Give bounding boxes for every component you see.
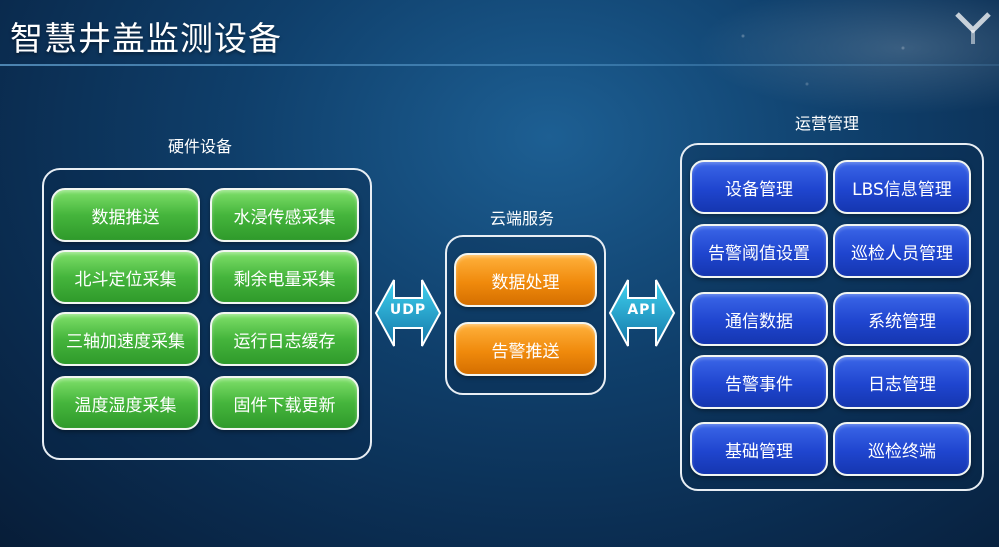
page-title: 智慧井盖监测设备 [10,19,282,58]
hardware-section-label: 硬件设备 [168,137,233,156]
operations-item-base-management[interactable]: 基础管理 [690,422,828,476]
operations-section-label: 运营管理 [795,114,860,133]
udp-double-arrow-icon [374,279,442,347]
hardware-item-water-sensor[interactable]: 水浸传感采集 [210,188,359,242]
hardware-item-log-cache[interactable]: 运行日志缓存 [210,312,359,366]
hardware-item-battery-level[interactable]: 剩余电量采集 [210,250,359,304]
hardware-item-beidou-location[interactable]: 北斗定位采集 [51,250,200,304]
operations-item-system-management[interactable]: 系统管理 [833,292,971,346]
hardware-item-temp-humidity[interactable]: 温度湿度采集 [51,376,200,430]
starfield-decoration [679,0,999,120]
hardware-item-firmware-update[interactable]: 固件下载更新 [210,376,359,430]
operations-item-inspection-terminal[interactable]: 巡检终端 [833,422,971,476]
operations-item-device-management[interactable]: 设备管理 [690,160,828,214]
title-divider [0,64,999,66]
api-label: API [627,302,657,318]
udp-label: UDP [389,302,427,318]
logo-icon [955,12,991,44]
hardware-item-accelerometer[interactable]: 三轴加速度采集 [51,312,200,366]
cloud-section-label: 云端服务 [490,209,555,228]
operations-item-log-management[interactable]: 日志管理 [833,355,971,409]
operations-item-alert-threshold[interactable]: 告警阈值设置 [690,224,828,278]
operations-item-lbs-management[interactable]: LBS信息管理 [833,160,971,214]
cloud-item-alert-push[interactable]: 告警推送 [454,322,597,376]
api-double-arrow-icon [608,279,676,347]
hardware-item-data-push[interactable]: 数据推送 [51,188,200,242]
operations-item-inspector-management[interactable]: 巡检人员管理 [833,224,971,278]
cloud-item-data-processing[interactable]: 数据处理 [454,253,597,307]
operations-item-communication-data[interactable]: 通信数据 [690,292,828,346]
operations-item-alert-events[interactable]: 告警事件 [690,355,828,409]
